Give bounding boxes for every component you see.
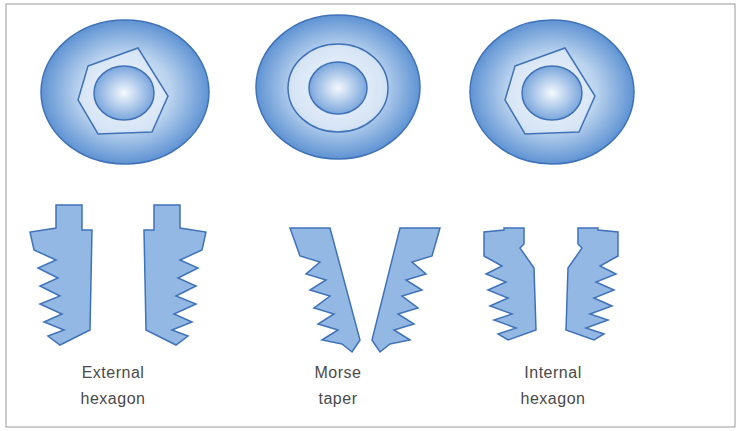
- top-views: [41, 15, 634, 164]
- cross-sections: [30, 205, 618, 352]
- type-label: Internal hexagon: [503, 360, 603, 412]
- frame: [6, 4, 735, 427]
- type-label: Morse taper: [302, 360, 374, 412]
- type-label: External hexagon: [63, 360, 163, 412]
